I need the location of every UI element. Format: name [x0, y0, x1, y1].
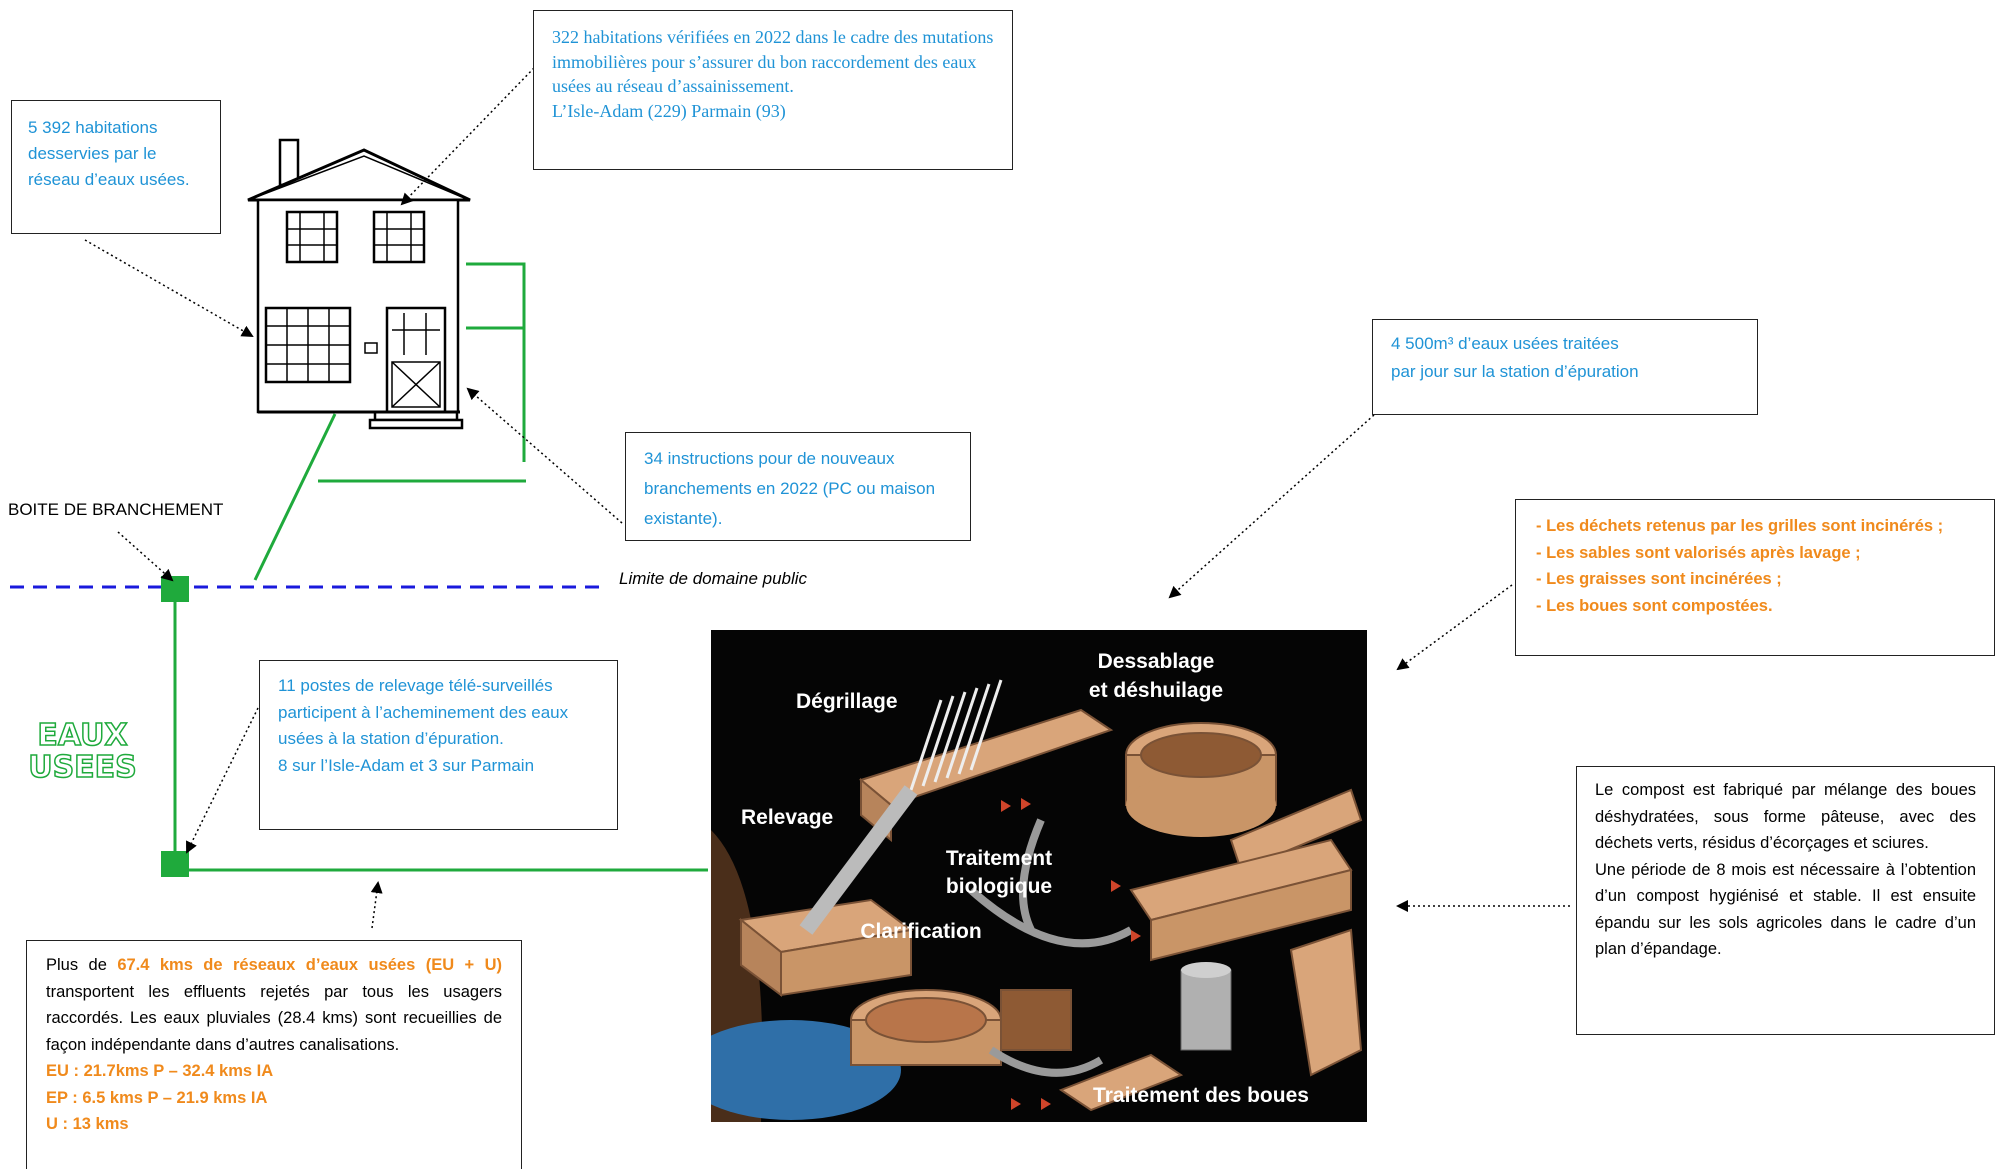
compost-text-1: Le compost est fabriqué par mélange des …	[1595, 781, 1976, 852]
verified-text: 322 habitations vérifiées en 2022 dans l…	[552, 27, 994, 96]
network-u: U : 13 kms	[46, 1115, 129, 1133]
label-traitement-bio-2: biologique	[946, 875, 1052, 898]
connection-box-top	[161, 576, 189, 602]
network-eu: EU : 21.7kms P – 32.4 kms IA	[46, 1062, 274, 1080]
waste-line-1: - Les déchets retenus par les grilles so…	[1536, 517, 1944, 535]
connection-box-bottom	[161, 851, 189, 877]
habitations-text: 5 392 habitations desservies par le rése…	[28, 118, 190, 189]
station-line-1: 4 500m³ d’eaux usées traitées	[1391, 334, 1619, 353]
postes-split: 8 sur l’Isle-Adam et 3 sur Parmain	[278, 755, 535, 775]
usees-label: USEES	[27, 750, 137, 785]
eaux-label: EAUX	[37, 718, 129, 753]
domain-limit-label: Limite de domaine public	[619, 569, 808, 588]
waste-line-2: - Les sables sont valorisés après lavage…	[1536, 543, 1861, 562]
habitations-box: 5 392 habitations desservies par le rése…	[11, 100, 221, 234]
verified-box: 322 habitations vérifiées en 2022 dans l…	[533, 10, 1013, 170]
label-traitement-bio-1: Traitement	[946, 847, 1052, 870]
screw-pump	[799, 785, 918, 935]
pointer-arrows	[84, 67, 1570, 929]
station-line-2: par jour sur la station d’épuration	[1391, 362, 1639, 381]
eaux-usees-title: EAUX USEES	[10, 718, 155, 785]
network-highlight: 67.4 kms de réseaux d’eaux usées (EU + U…	[117, 956, 503, 974]
label-relevage: Relevage	[741, 806, 833, 829]
verified-towns: L’Isle-Adam (229) Parmain (93)	[552, 100, 786, 121]
treatment-plant-illustration: Dégrillage Dessablage et déshuilage Rele…	[711, 630, 1367, 1122]
network-box: Plus de 67.4 kms de réseaux d’eaux usées…	[26, 940, 522, 1169]
house-pipes	[173, 262, 708, 872]
network-text: Plus de 67.4 kms de réseaux d’eaux usées…	[46, 956, 503, 1054]
postes-box: 11 postes de relevage télé-surveillés pa…	[259, 660, 618, 830]
instructions-text: 34 instructions pour de nouveaux branche…	[644, 449, 936, 528]
house-illustration	[247, 138, 471, 430]
boite-branchement-label: BOITE DE BRANCHEMENT	[8, 500, 224, 519]
waste-line-3: - Les graisses sont incinérées ;	[1536, 570, 1782, 588]
waste-line-4: - Les boues sont compostées.	[1536, 596, 1773, 615]
label-dessablage: Dessablage	[1098, 650, 1215, 673]
label-traitement-boues: Traitement des boues	[1093, 1084, 1309, 1107]
compost-text-2: Une période de 8 mois est nécessaire à l…	[1595, 860, 1976, 959]
compost-box: Le compost est fabriqué par mélange des …	[1576, 766, 1995, 1035]
instructions-box: 34 instructions pour de nouveaux branche…	[625, 432, 971, 541]
label-degrillage: Dégrillage	[796, 690, 898, 713]
waste-box: - Les déchets retenus par les grilles so…	[1515, 499, 1995, 656]
postes-text: 11 postes de relevage télé-surveillés pa…	[278, 676, 569, 748]
label-clarification: Clarification	[860, 920, 981, 943]
network-ep: EP : 6.5 kms P – 21.9 kms IA	[46, 1088, 268, 1107]
label-deshuilage: et déshuilage	[1089, 679, 1223, 702]
station-box: 4 500m³ d’eaux usées traitées par jour s…	[1372, 319, 1758, 415]
